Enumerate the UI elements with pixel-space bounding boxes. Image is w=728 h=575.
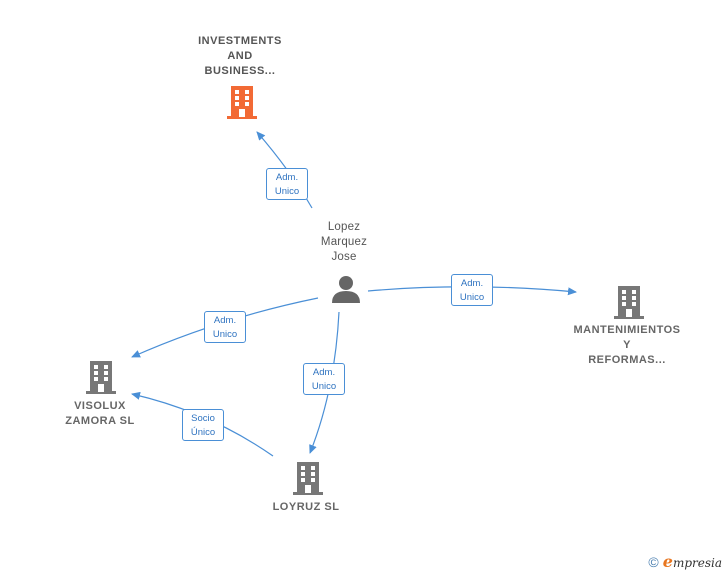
label-line: AND [227,50,253,62]
edge-label-visolux: Adm. Unico [204,311,246,343]
edge-label-loyruz: Adm. Unico [303,363,345,395]
person-label[interactable]: Lopez Marquez Jose [305,220,383,265]
edge-label-line: Unico [311,381,337,392]
brand-initial: e [662,552,673,571]
edge-label-line: Unico [459,292,485,303]
label-line: BUSINESS... [204,65,276,77]
edge-label-line: Socio [191,413,215,424]
building-icon-mantenimientos[interactable] [613,284,645,320]
edge-label-investments: Adm. Unico [266,168,308,200]
company-label-loyruz[interactable]: LOYRUZ SL [256,500,356,515]
company-label-investments[interactable]: INVESTMENTS AND BUSINESS... [180,34,300,79]
label-line: Jose [331,251,357,263]
label-line: MANTENIMIENTOS [573,324,681,336]
company-label-visolux[interactable]: VISOLUX ZAMORA SL [48,399,152,429]
edge-label-line: Adm. [312,367,336,378]
edge-label-line: Unico [212,329,238,340]
brand-logo[interactable]: empresia [663,552,722,571]
label-line: VISOLUX [74,400,126,412]
label-line: INVESTMENTS [198,35,282,47]
edge-label-mantenimientos: Adm. Unico [451,274,493,306]
label-line: Lopez [327,221,361,233]
label-line: LOYRUZ SL [272,501,340,513]
label-line: Y [623,339,631,351]
edge-label-line: Adm. [460,278,484,289]
edge-label-line: Único [190,427,216,438]
building-icon-visolux[interactable] [85,359,117,395]
label-line: ZAMORA SL [65,415,135,427]
edge-label-socio: Socio Único [182,409,224,441]
edge-label-line: Adm. [275,172,299,183]
footer-brand: © empresia [648,552,722,571]
building-icon-investments[interactable] [226,84,258,120]
edge-label-line: Adm. [213,315,237,326]
brand-name: mpresia [672,556,722,570]
building-icon-loyruz[interactable] [292,460,324,496]
person-icon[interactable] [330,274,362,304]
label-line: Marquez [320,236,368,248]
copyright-icon: © [648,553,659,570]
company-label-mantenimientos[interactable]: MANTENIMIENTOS Y REFORMAS... [567,323,687,368]
label-line: REFORMAS... [588,354,666,366]
edge-label-line: Unico [274,186,300,197]
